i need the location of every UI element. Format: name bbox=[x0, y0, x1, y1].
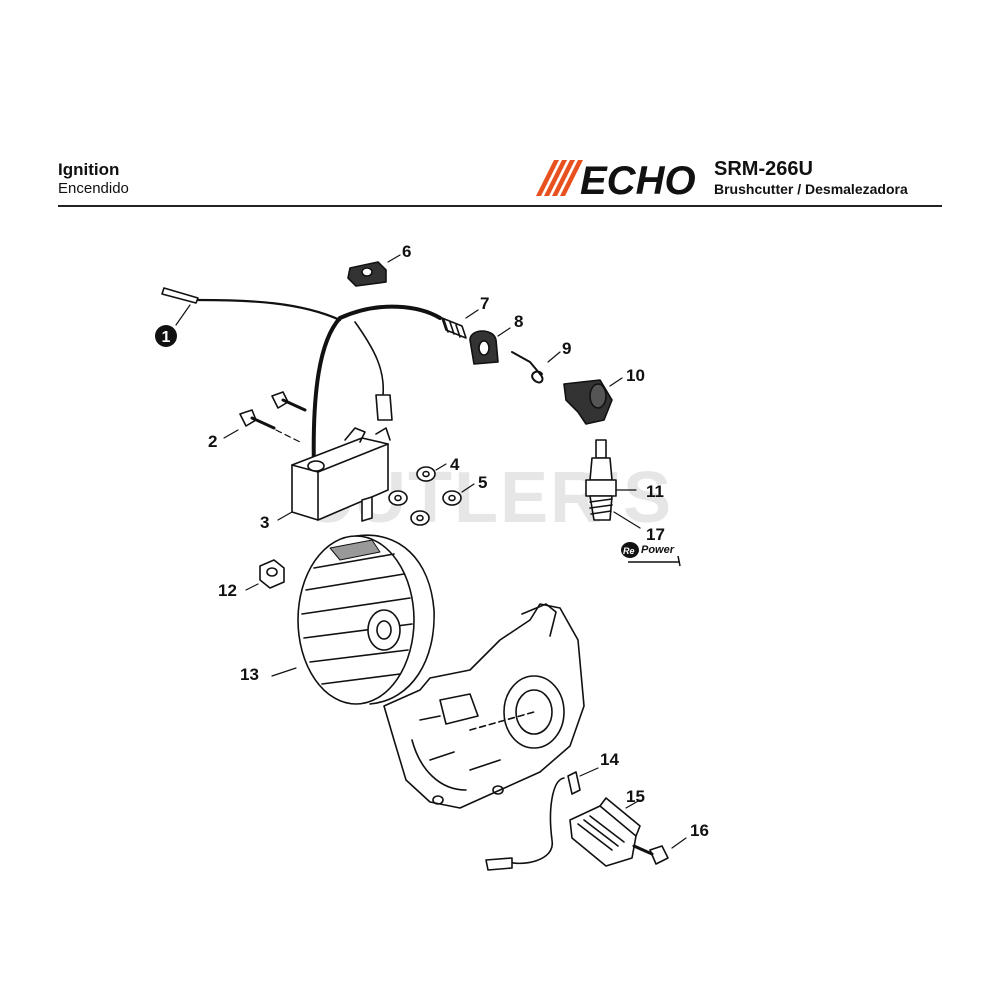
callout-14: 14 bbox=[600, 750, 619, 769]
callout-16: 16 bbox=[690, 821, 709, 840]
page-header-left: Ignition Encendido bbox=[58, 160, 129, 198]
callout-13: 13 bbox=[240, 665, 259, 684]
callout-3: 3 bbox=[260, 513, 269, 532]
logo-stripes bbox=[536, 160, 583, 196]
part-lead-wire bbox=[161, 287, 342, 326]
part-flywheel bbox=[271, 534, 435, 705]
callout-6: 6 bbox=[402, 242, 411, 261]
part-cap-seal bbox=[469, 327, 511, 365]
part-grommet bbox=[347, 254, 401, 287]
part-bolts bbox=[223, 391, 307, 443]
callout-8: 8 bbox=[514, 312, 523, 331]
callout-15: 15 bbox=[626, 787, 645, 806]
part-screw bbox=[632, 837, 687, 865]
model-description: Brushcutter / Desmalezadora bbox=[714, 181, 908, 197]
callout-11: 11 bbox=[646, 482, 664, 501]
part-crankcase bbox=[383, 603, 585, 809]
part-stop-wire bbox=[485, 767, 599, 871]
part-plug-cap bbox=[563, 377, 623, 425]
callout-2: 2 bbox=[208, 432, 217, 451]
callout-17: 17 bbox=[646, 525, 665, 544]
callout-9: 9 bbox=[562, 339, 571, 358]
part-flywheel-nut bbox=[245, 559, 285, 591]
callout-1: 1 bbox=[155, 325, 177, 347]
diagram-subtitle: Encendido bbox=[58, 180, 129, 197]
diagram-title: Ignition bbox=[58, 160, 120, 179]
callout-12: 12 bbox=[218, 581, 237, 600]
header-divider bbox=[58, 205, 942, 207]
callout-7: 7 bbox=[480, 294, 489, 313]
echo-logo: ECHO bbox=[528, 158, 703, 203]
repower-prefix: Re bbox=[623, 546, 635, 556]
echo-logo-graphic: ECHO bbox=[536, 159, 696, 203]
part-spark-plug bbox=[585, 439, 641, 529]
part-washers bbox=[388, 463, 475, 526]
model-number: SRM-266U bbox=[714, 158, 813, 180]
part-spring-clip bbox=[511, 351, 561, 384]
repower-badge: Re Power bbox=[621, 542, 681, 567]
callout-4: 4 bbox=[450, 455, 460, 474]
callout-label: 1 bbox=[162, 329, 171, 346]
part-ignition-coil bbox=[277, 304, 442, 522]
part-stop-switch-plate bbox=[569, 797, 641, 867]
callout-5: 5 bbox=[478, 473, 487, 492]
model-block: SRM-266U Brushcutter / Desmalezadora bbox=[714, 158, 908, 198]
callout-10: 10 bbox=[626, 366, 645, 385]
logo-wordmark: ECHO bbox=[580, 159, 696, 198]
part-spring-connector bbox=[441, 309, 479, 339]
repower-suffix: Power bbox=[641, 544, 675, 556]
